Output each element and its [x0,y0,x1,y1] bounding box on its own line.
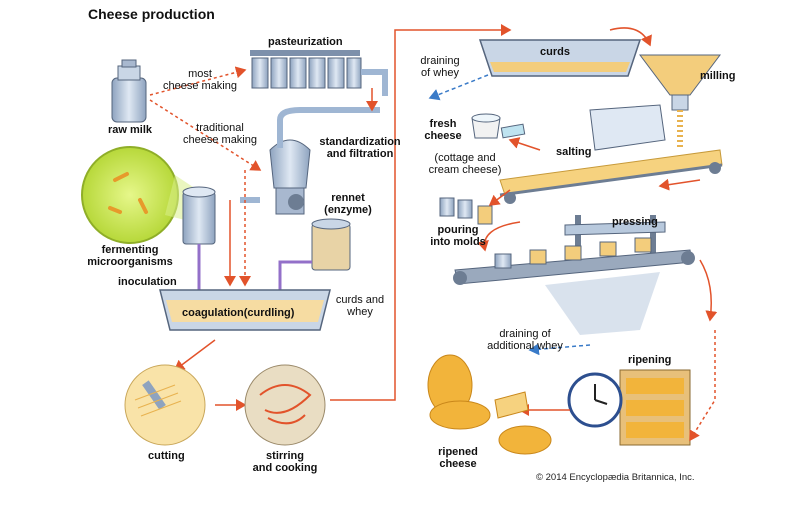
label-draining-additional-line1: draining of [499,328,551,340]
label-traditional-line2: cheese making [183,134,257,146]
label-rennet-line2: (enzyme) [324,204,372,216]
label-curds: curds [540,46,570,58]
label-pouring-line1: pouring [437,224,479,236]
stirring-icon [244,364,326,446]
curds-trough-icon [428,27,652,101]
label-curds-whey-line2: whey [347,306,373,318]
label-ripened-cheese: ripened cheese [428,446,488,470]
milling-hopper-icon [639,54,721,150]
label-standardization: standardization and filtration [305,136,415,160]
label-curds-whey-line1: curds and [335,294,385,306]
label-rennet: rennet (enzyme) [318,192,378,216]
label-most-line2: cheese making [163,80,237,92]
label-traditional-cheese-making: traditional cheese making [175,122,265,146]
clock-icon [567,372,623,428]
label-draining-whey-line1: draining [420,55,460,67]
ripened-cheese-icon [427,354,552,455]
label-pasteurization: pasteurization [268,36,343,48]
label-ripened-line2: cheese [439,458,477,470]
label-fresh-line1: fresh [429,118,457,130]
label-fermenting: fermenting microorganisms [80,244,180,268]
label-cutting: cutting [148,450,185,462]
label-curds-and-whey: curds and whey [330,294,390,318]
pasteurizer-icon [250,50,388,96]
label-draining-whey-line2: of whey [421,67,459,79]
label-stirring: stirring and cooking [250,450,320,474]
page-title: Cheese production [88,6,215,22]
label-milling: milling [700,70,736,82]
label-pouring-line2: into molds [430,236,486,248]
label-cottage-line1: (cottage and [434,152,496,164]
inoculation-tank-icon [182,186,216,290]
label-cottage: (cottage and cream cheese) [420,152,510,176]
label-raw-milk: raw milk [108,124,153,136]
label-draining-whey: draining of whey [410,55,470,79]
coagulation-vat-icon [159,289,331,331]
label-fermenting-line1: fermenting [101,244,159,256]
label-pouring: pouring into molds [418,224,498,248]
label-standardization-line2: and filtration [326,148,394,160]
copyright-notice: © 2014 Encyclopædia Britannica, Inc. [536,472,695,483]
mold-cans-icon [439,189,511,225]
label-pressing: pressing [612,216,658,228]
label-stirring-line2: and cooking [252,462,318,474]
label-most-line1: most [188,68,212,80]
flow-arrows [149,24,512,411]
label-fermenting-line2: microorganisms [87,256,173,268]
raw-milk-can-icon [111,59,147,123]
label-ripened-line1: ripened [438,446,478,458]
label-salting: salting [556,146,592,158]
fresh-cheese-icon [471,113,541,151]
separator-icon [240,107,380,215]
label-draining-additional-line2: additional whey [487,340,563,352]
cutting-icon [124,364,206,446]
label-traditional-line1: traditional [196,122,244,134]
salting-conveyor-icon [499,104,723,204]
label-fresh-cheese: fresh cheese [418,118,468,142]
label-ripening: ripening [628,354,672,366]
label-rennet-line1: rennet [331,192,365,204]
label-stirring-line1: stirring [266,450,304,462]
ripening-shelf-icon [619,369,691,446]
label-coagulation: coagulation(curdling) [182,307,295,319]
label-cottage-line2: cream cheese) [428,164,502,176]
label-draining-additional: draining of additional whey [475,328,575,352]
label-standardization-line1: standardization [319,136,401,148]
label-fresh-line2: cheese [424,130,462,142]
rennet-container-icon [278,218,351,290]
pressing-conveyor-icon [453,215,718,356]
label-most-cheese-making: most cheese making [160,68,240,92]
label-inoculation: inoculation [118,276,177,288]
